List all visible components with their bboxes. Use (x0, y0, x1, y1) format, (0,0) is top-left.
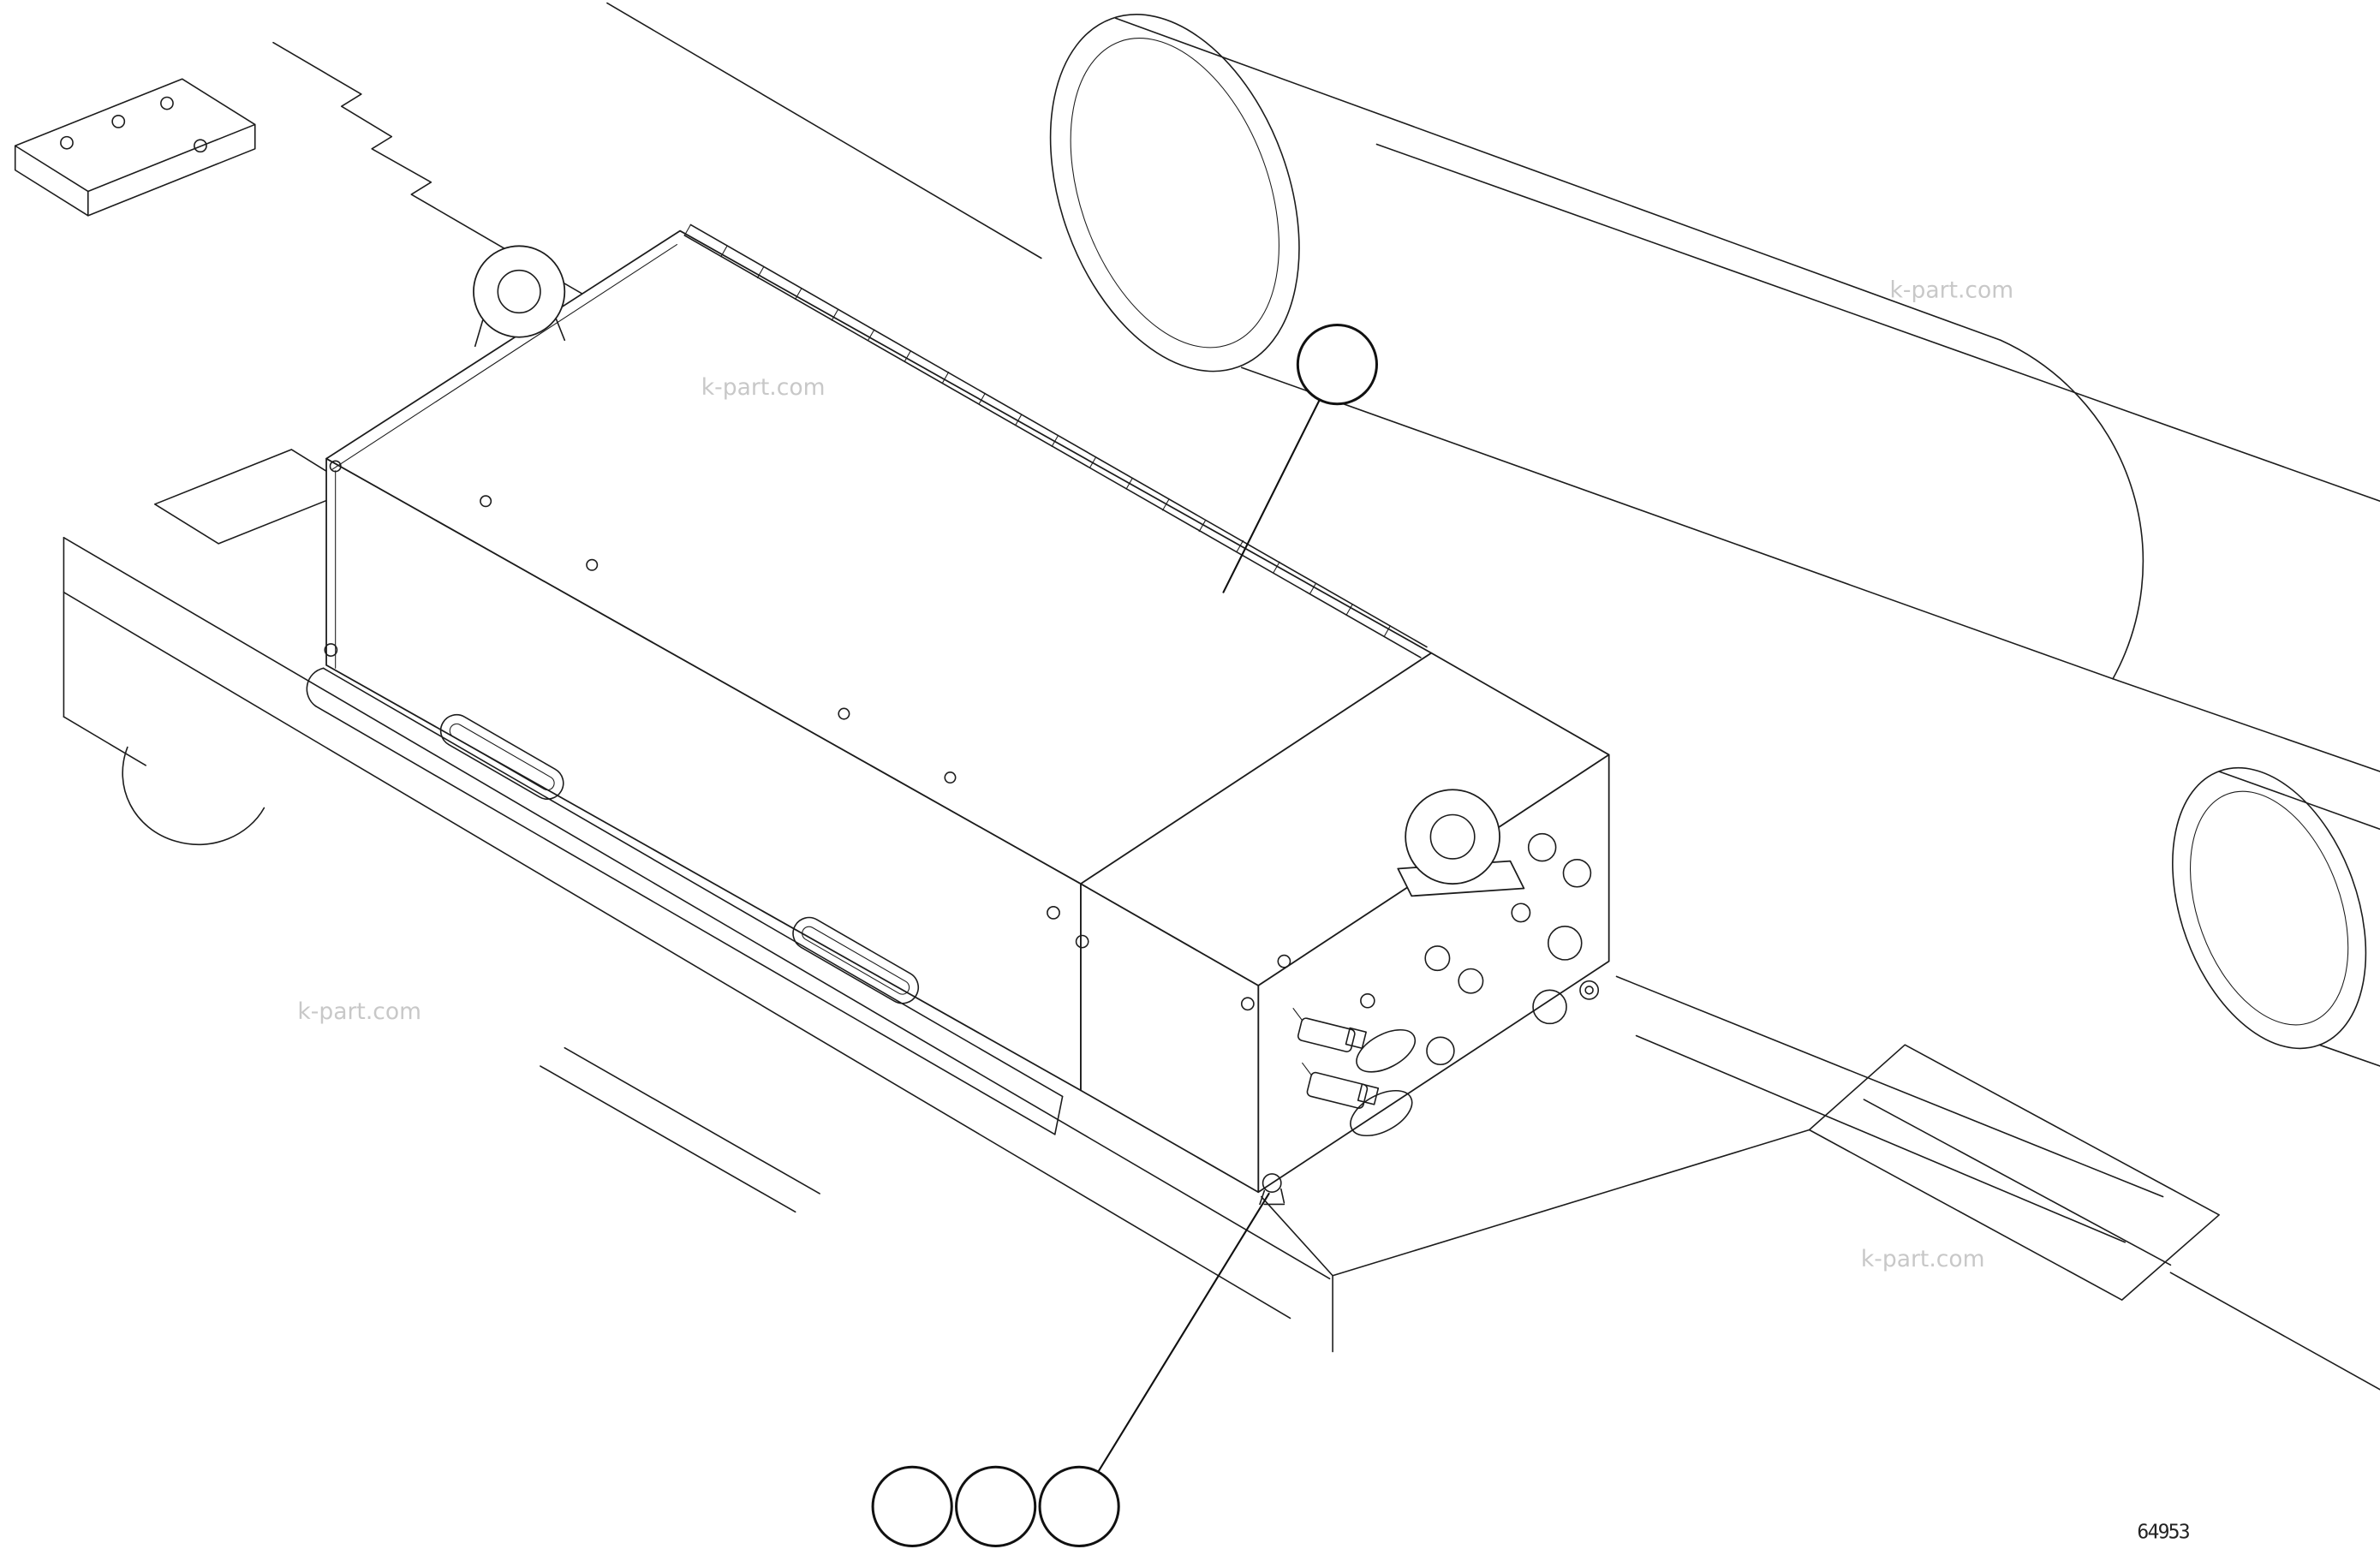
panel-hole (1562, 859, 1592, 888)
panel-hole (1426, 1036, 1455, 1066)
callout-bottom-balloon-2[interactable] (955, 1465, 1037, 1547)
corner-bolt (329, 460, 342, 473)
hinge-strip (683, 223, 1428, 658)
rivet-hole (838, 707, 850, 720)
cable-loop (1350, 1089, 1413, 1137)
corner-bolt (1277, 954, 1291, 968)
panel-hole (1527, 832, 1557, 862)
wheel-arc (122, 746, 265, 845)
mounting-bolt-right (1579, 980, 1600, 1000)
screw-hole (60, 135, 74, 150)
connector-plugs (1292, 1008, 1417, 1137)
watermark: k-part.com (1861, 1246, 1985, 1272)
watermark: k-part.com (701, 374, 826, 401)
drawing-number: 64953 (2137, 1522, 2189, 1544)
rivet-hole (480, 495, 492, 508)
roller-cylinder-right (2172, 766, 2380, 1067)
panel-hole (1532, 989, 1567, 1025)
panel-hole (1458, 968, 1484, 994)
lifting-eye-ring (1405, 789, 1500, 885)
lifting-eye-right (1397, 789, 1525, 897)
fastener-bolt-bottom (1259, 1173, 1285, 1206)
callout-top (1222, 324, 1379, 593)
rivet-hole (944, 772, 957, 784)
corner-bolt (324, 643, 338, 657)
box-front-face (325, 457, 1082, 1092)
handle-upper (439, 713, 564, 800)
callout-top-balloon[interactable] (1296, 324, 1379, 406)
connector-plug (1306, 1071, 1369, 1109)
watermark: k-part.com (297, 998, 421, 1025)
screw-hole (194, 139, 207, 153)
screw-hole (111, 114, 126, 128)
panel-hole (1360, 992, 1375, 1009)
panel-hole (1547, 926, 1583, 961)
top-left-mounting-plate (14, 78, 256, 217)
rivet-hole (586, 558, 599, 571)
deck-frame-background (63, 2, 2380, 1391)
handle-lower (792, 916, 920, 1004)
lifting-eye-hole (1429, 813, 1476, 860)
watermarks: k-part.com k-part.com k-part.com k-part.… (297, 277, 2013, 1273)
callout-bottom-balloon-3[interactable] (1038, 1465, 1120, 1547)
callout-bottom-balloon-1[interactable] (871, 1465, 953, 1547)
connector-plug (1297, 1017, 1356, 1052)
folded-deck-plate (1808, 1044, 2220, 1301)
corner-bolt (1075, 934, 1089, 949)
watermark: k-part.com (1890, 277, 2014, 304)
panel-holes (1360, 832, 1592, 1066)
corner-bolt (1240, 997, 1255, 1011)
cable-loop (1356, 1028, 1417, 1073)
lifting-eye-hole (497, 269, 541, 314)
lifting-eye-left (473, 245, 566, 348)
callout-top-leader (1222, 400, 1321, 593)
screw-hole (160, 96, 174, 110)
panel-hole (1424, 945, 1451, 972)
callout-bottom (871, 1192, 1270, 1547)
roller-cylinder-top (1049, 14, 2144, 680)
box-details (324, 223, 1428, 1011)
side-plate (153, 449, 356, 545)
panel-hole (1511, 903, 1531, 923)
callout-bottom-leader (1096, 1192, 1270, 1475)
mounting-rail (306, 667, 1064, 1135)
lifting-eye-ring (473, 245, 566, 338)
battery-box (306, 223, 1610, 1194)
corner-bolt (1047, 905, 1060, 920)
